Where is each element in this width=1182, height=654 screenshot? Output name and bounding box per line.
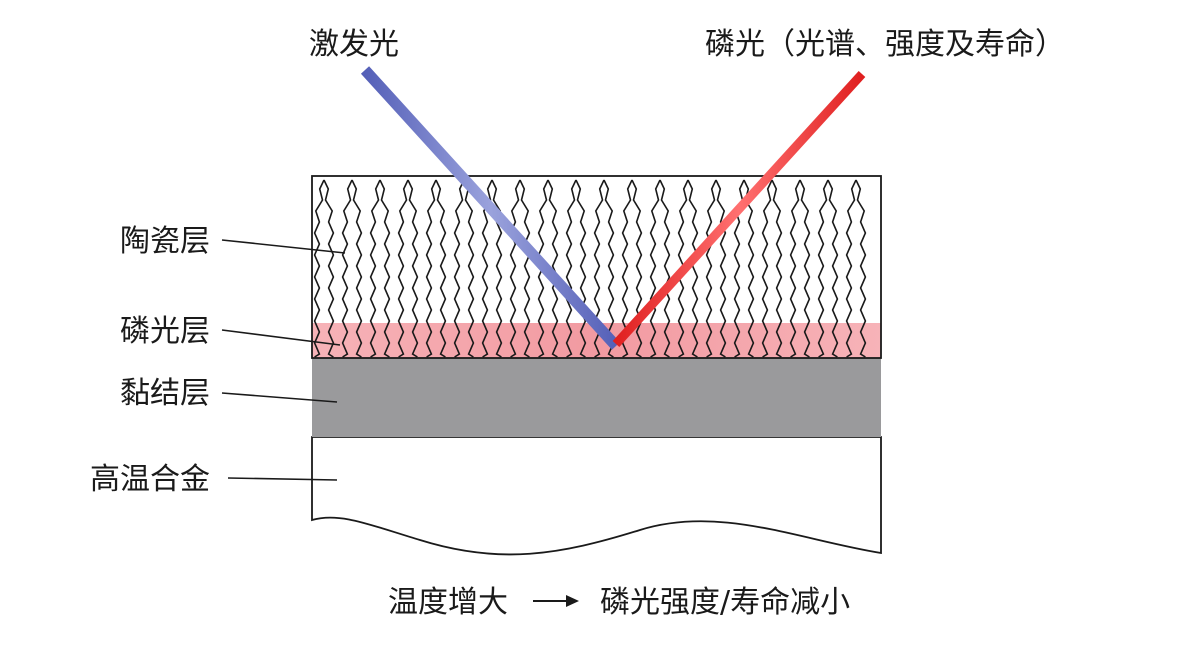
crack-line bbox=[453, 179, 465, 358]
excitation-beam bbox=[360, 66, 621, 350]
crack-line bbox=[509, 179, 521, 358]
columnar-microstructure bbox=[313, 179, 867, 358]
leader-superalloy bbox=[227, 477, 338, 481]
crack-line bbox=[631, 179, 643, 358]
crack-line bbox=[715, 179, 727, 358]
leader-bond bbox=[221, 392, 338, 403]
crack-line bbox=[341, 179, 353, 358]
crack-line bbox=[351, 179, 363, 358]
crack-line bbox=[743, 179, 755, 358]
crack-line bbox=[313, 179, 325, 358]
crack-line bbox=[761, 179, 773, 358]
leader-ceramic bbox=[221, 239, 346, 254]
crack-line bbox=[789, 179, 801, 358]
crack-line bbox=[397, 179, 409, 358]
crack-line bbox=[407, 179, 419, 358]
crack-line bbox=[565, 179, 577, 358]
crack-line bbox=[659, 179, 671, 358]
phosphorescence-beam bbox=[612, 70, 866, 348]
crack-line bbox=[369, 179, 381, 358]
label-phosphor-layer: 磷光层 bbox=[120, 314, 210, 349]
crack-line bbox=[519, 179, 531, 358]
crack-line bbox=[575, 179, 587, 358]
crack-line bbox=[817, 179, 829, 358]
ceramic-layer bbox=[311, 175, 882, 359]
leader-phosphor bbox=[221, 329, 341, 346]
bond-layer bbox=[312, 358, 881, 437]
crack-line bbox=[855, 179, 867, 358]
crack-line bbox=[771, 179, 783, 358]
crack-line bbox=[687, 179, 699, 358]
relation-left-text: 温度增大 bbox=[388, 585, 508, 620]
label-bond-layer: 黏结层 bbox=[120, 376, 210, 411]
label-phosphorescence: 磷光（光谱、强度及寿命） bbox=[705, 27, 1065, 62]
crack-line bbox=[379, 179, 391, 358]
crack-line bbox=[705, 179, 717, 358]
relation-right-text: 磷光强度/寿命减小 bbox=[600, 585, 850, 620]
crack-line bbox=[435, 179, 447, 358]
label-excitation: 激发光 bbox=[309, 27, 399, 62]
label-ceramic-layer: 陶瓷层 bbox=[120, 224, 210, 259]
crack-line bbox=[463, 179, 475, 358]
relation-arrow-icon bbox=[566, 595, 579, 607]
crack-line bbox=[799, 179, 811, 358]
superalloy-substrate bbox=[311, 436, 882, 556]
crack-line bbox=[323, 179, 335, 358]
crack-line bbox=[845, 179, 857, 358]
crack-line bbox=[425, 179, 437, 358]
label-superalloy: 高温合金 bbox=[90, 462, 210, 497]
crack-line bbox=[827, 179, 839, 358]
crack-line bbox=[491, 179, 503, 358]
crack-line bbox=[649, 179, 661, 358]
